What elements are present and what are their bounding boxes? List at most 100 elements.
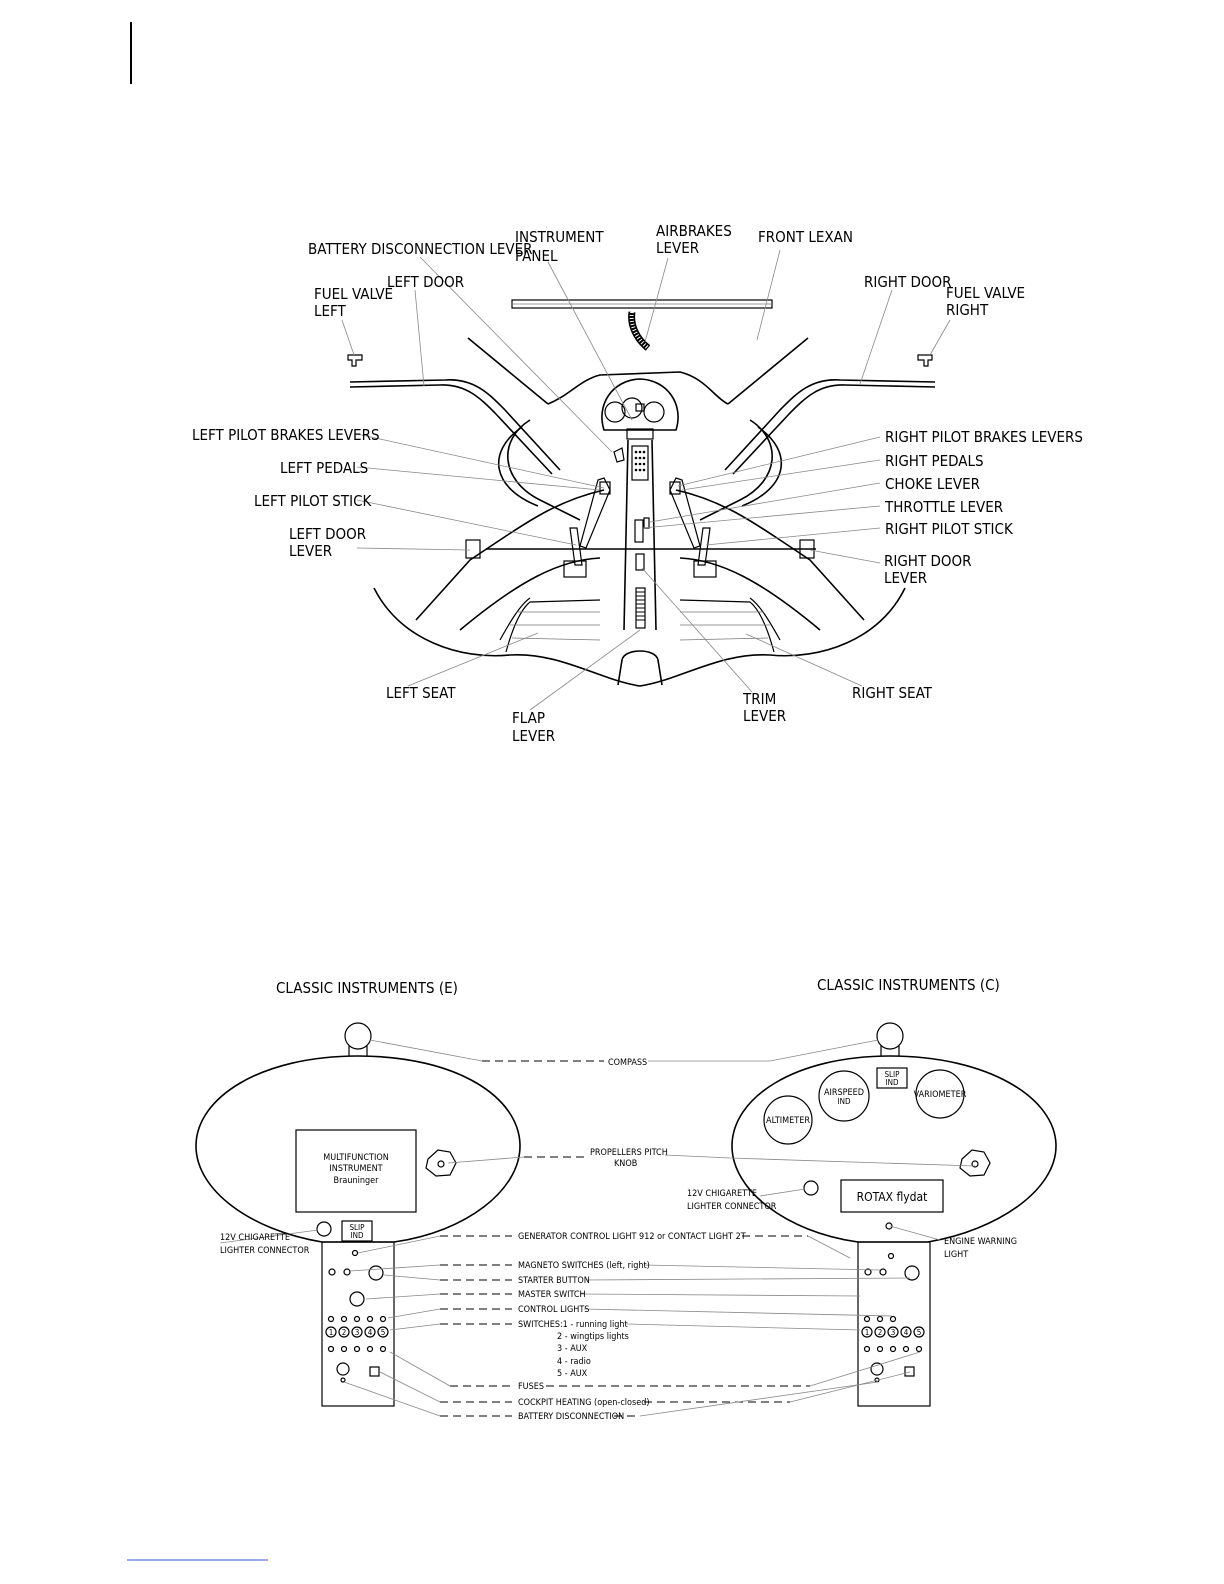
- left-starter-button: [368, 1265, 384, 1281]
- label-starter: STARTER BUTTON: [518, 1276, 590, 1286]
- label-choke-lever: CHOKE LEVER: [885, 475, 980, 493]
- left-master-switch: [349, 1291, 365, 1307]
- label-switches-3: 3 - AUX: [557, 1344, 588, 1354]
- throttle-lever-shape: [634, 519, 644, 543]
- right-panel: 1 2 3 4 5: [731, 1022, 1057, 1407]
- right-engine-warning-light: [885, 1222, 893, 1230]
- label-left-pilot-brakes-levers: LEFT PILOT BRAKES LEVERS: [192, 426, 380, 444]
- right-fuse: [870, 1362, 884, 1376]
- right-pilot-stick-shape: [697, 527, 711, 566]
- instrument-panel-pod: [601, 378, 679, 431]
- right-airspeed: [818, 1070, 870, 1122]
- left-compass: [344, 1022, 372, 1050]
- right-switch-box: [857, 1241, 931, 1407]
- label-cockpit-heating: COCKPIT HEATING (open-closed): [518, 1398, 650, 1408]
- center-console: [623, 439, 657, 631]
- label-left-seat: LEFT SEAT: [386, 684, 456, 702]
- fuel-valve-right-shape: [917, 354, 933, 367]
- label-fuel-valve-left-1: FUEL VALVE: [314, 285, 393, 303]
- label-propellers-pitch-1: PROPELLERS PITCH: [590, 1148, 668, 1158]
- label-magneto: MAGNETO SWITCHES (left, right): [518, 1261, 650, 1271]
- left-slip-ind: [341, 1220, 373, 1242]
- left-slip-ind-1: SLIP: [349, 1223, 365, 1232]
- label-fuel-valve-right-2: RIGHT: [946, 301, 989, 319]
- label-right-pilot-brakes-levers: RIGHT PILOT BRAKES LEVERS: [885, 428, 1083, 446]
- right-slip-ind-2: IND: [885, 1078, 899, 1087]
- label-engine-warning-1: ENGINE WARNING: [944, 1237, 1017, 1247]
- label-altimeter: ALTIMETER: [766, 1116, 810, 1126]
- left-switch-num-3: 3: [355, 1328, 360, 1337]
- label-switches-5: 5 - AUX: [557, 1369, 588, 1379]
- label-left-pilot-stick: LEFT PILOT STICK: [254, 492, 373, 510]
- right-door-lever-shape: [799, 539, 815, 559]
- panel-gauge-center: [621, 397, 643, 419]
- label-flap-lever-1: FLAP: [512, 709, 545, 727]
- label-right-pedals: RIGHT PEDALS: [885, 452, 984, 470]
- right-switch-num-2: 2: [878, 1328, 883, 1337]
- label-instrument-panel-2: PANEL: [515, 247, 558, 265]
- cockpit-drawing: [341, 249, 951, 711]
- left-switch-box: [321, 1241, 395, 1407]
- panel-display: [626, 428, 654, 440]
- label-airspeed-2: IND: [837, 1097, 851, 1106]
- right-compass: [876, 1022, 904, 1050]
- label-left-pedals: LEFT PEDALS: [280, 459, 368, 477]
- fuel-valve-left-shape: [347, 354, 363, 367]
- label-right-door-lever-2: LEVER: [884, 569, 927, 587]
- label-trim-lever-1: TRIM: [742, 690, 776, 708]
- battery-lever: [613, 447, 625, 463]
- right-altimeter: [763, 1095, 813, 1145]
- label-right-seat: RIGHT SEAT: [852, 684, 933, 702]
- label-right-door-lever-1: RIGHT DOOR: [884, 552, 972, 570]
- left-panel: 1 2 3 4 5: [195, 1022, 521, 1407]
- right-prop-knob: [959, 1149, 991, 1177]
- right-cig-lighter: [803, 1180, 819, 1196]
- label-right-pilot-stick: RIGHT PILOT STICK: [885, 520, 1014, 538]
- panel-gauge-right: [643, 401, 665, 423]
- left-switches: [325, 1326, 389, 1338]
- right-switch-num-3: 3: [891, 1328, 896, 1337]
- left-fuse: [336, 1362, 350, 1376]
- right-switch-num-5: 5: [917, 1328, 922, 1337]
- label-instrument-panel-1: INSTRUMENT: [515, 228, 604, 246]
- label-fuel-valve-right-1: FUEL VALVE: [946, 284, 1025, 302]
- right-starter-button: [904, 1265, 920, 1281]
- panel-gauge-left: [604, 401, 626, 423]
- right-switches: [861, 1326, 925, 1338]
- label-airbrakes-lever-1: AIRBRAKES: [656, 222, 732, 240]
- right-seat: [679, 599, 775, 653]
- label-master: MASTER SWITCH: [518, 1290, 586, 1300]
- label-cig-right-1: 12V CHIGARETTE: [687, 1189, 757, 1199]
- trim-lever-shape: [635, 553, 645, 571]
- label-switches-4: 4 - radio: [557, 1357, 591, 1367]
- label-engine-warning-2: LIGHT: [944, 1250, 968, 1260]
- label-trim-lever-2: LEVER: [743, 707, 786, 725]
- label-variometer: VARIOMETER: [914, 1090, 967, 1100]
- left-switch-num-2: 2: [342, 1328, 347, 1337]
- label-switches-1: SWITCHES:1 - running light: [518, 1320, 628, 1330]
- label-battery-disconnection: BATTERY DISCONNECTION: [518, 1412, 624, 1422]
- left-heating-knob: [369, 1366, 380, 1377]
- right-switch-num-4: 4: [904, 1328, 909, 1337]
- label-airbrakes-lever-2: LEVER: [656, 239, 699, 257]
- label-cig-left-2: LIGHTER CONNECTOR: [220, 1246, 310, 1256]
- label-fuel-valve-left-2: LEFT: [314, 302, 347, 320]
- label-multifunction-2: INSTRUMENT: [329, 1164, 382, 1174]
- left-switch-num-1: 1: [329, 1328, 334, 1337]
- label-cig-left-1: 12V CHIGARETTE: [220, 1233, 290, 1243]
- left-switch-num-4: 4: [368, 1328, 373, 1337]
- left-cig-lighter: [316, 1221, 332, 1237]
- label-battery-disconnection-lever: BATTERY DISCONNECTION LEVER: [308, 240, 533, 258]
- label-right-door: RIGHT DOOR: [864, 273, 952, 291]
- label-control-lights: CONTROL LIGHTS: [518, 1305, 589, 1315]
- label-cig-right-2: LIGHTER CONNECTOR: [687, 1202, 777, 1212]
- label-left-door-lever-2: LEVER: [289, 542, 332, 560]
- left-prop-knob: [425, 1149, 457, 1177]
- label-flap-lever-2: LEVER: [512, 727, 555, 745]
- right-slip-ind: [876, 1067, 908, 1089]
- right-variometer: [915, 1069, 965, 1119]
- left-pilot-stick-shape: [569, 527, 583, 566]
- left-multifunction-box: [295, 1129, 417, 1213]
- label-left-door: LEFT DOOR: [387, 273, 464, 291]
